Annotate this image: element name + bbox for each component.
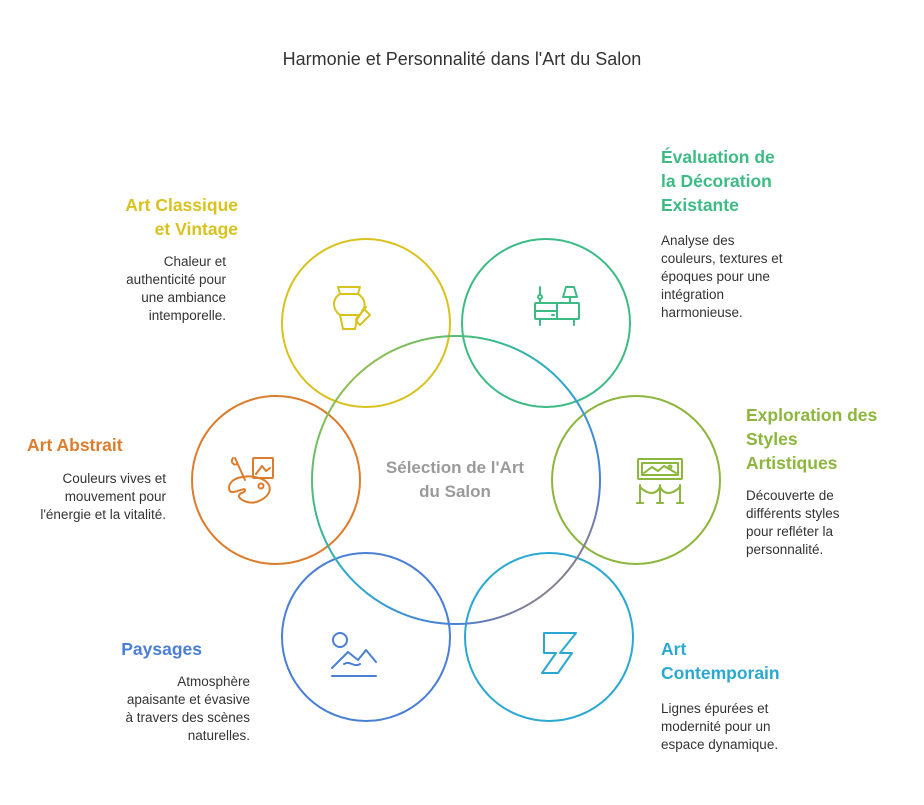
gallery-frame-icon [636, 458, 684, 504]
landscape-icon [331, 632, 377, 677]
heading-exploration: Exploration des Styles Artistiques [746, 405, 878, 473]
circle-abstrait [191, 395, 361, 565]
furniture-lamp-icon [534, 286, 580, 326]
heading-classique: Art Classique et Vintage [125, 195, 238, 239]
circle-paysages [281, 552, 451, 722]
circle-evaluation [461, 238, 631, 408]
heading-abstrait: Art Abstrait [27, 435, 123, 455]
desc-paysages: Atmosphère apaisante et évasive à traver… [125, 674, 250, 743]
abstract-z-icon [541, 632, 577, 674]
desc-evaluation: Analyse des couleurs, textures et époque… [661, 233, 783, 320]
center-label: Sélection de l'Art du Salon [385, 458, 525, 501]
palette-brush-icon [228, 457, 274, 504]
vase-brush-icon [333, 286, 371, 330]
circle-classique [281, 238, 451, 408]
heading-contemporain: Art Contemporain [661, 639, 780, 683]
heading-paysages: Paysages [121, 639, 202, 659]
circle-contemporain [464, 552, 634, 722]
circle-exploration [551, 395, 721, 565]
heading-evaluation: Évaluation de la Décoration Existante [661, 147, 775, 215]
center-circle [311, 335, 601, 625]
desc-abstrait: Couleurs vives et mouvement pour l'énerg… [40, 471, 166, 522]
desc-contemporain: Lignes épurées et modernité pour un espa… [661, 701, 779, 752]
desc-classique: Chaleur et authenticité pour une ambianc… [126, 254, 226, 323]
diagram-title: Harmonie et Personnalité dans l'Art du S… [282, 49, 642, 69]
desc-exploration: Découverte de différents styles pour ref… [746, 488, 840, 557]
